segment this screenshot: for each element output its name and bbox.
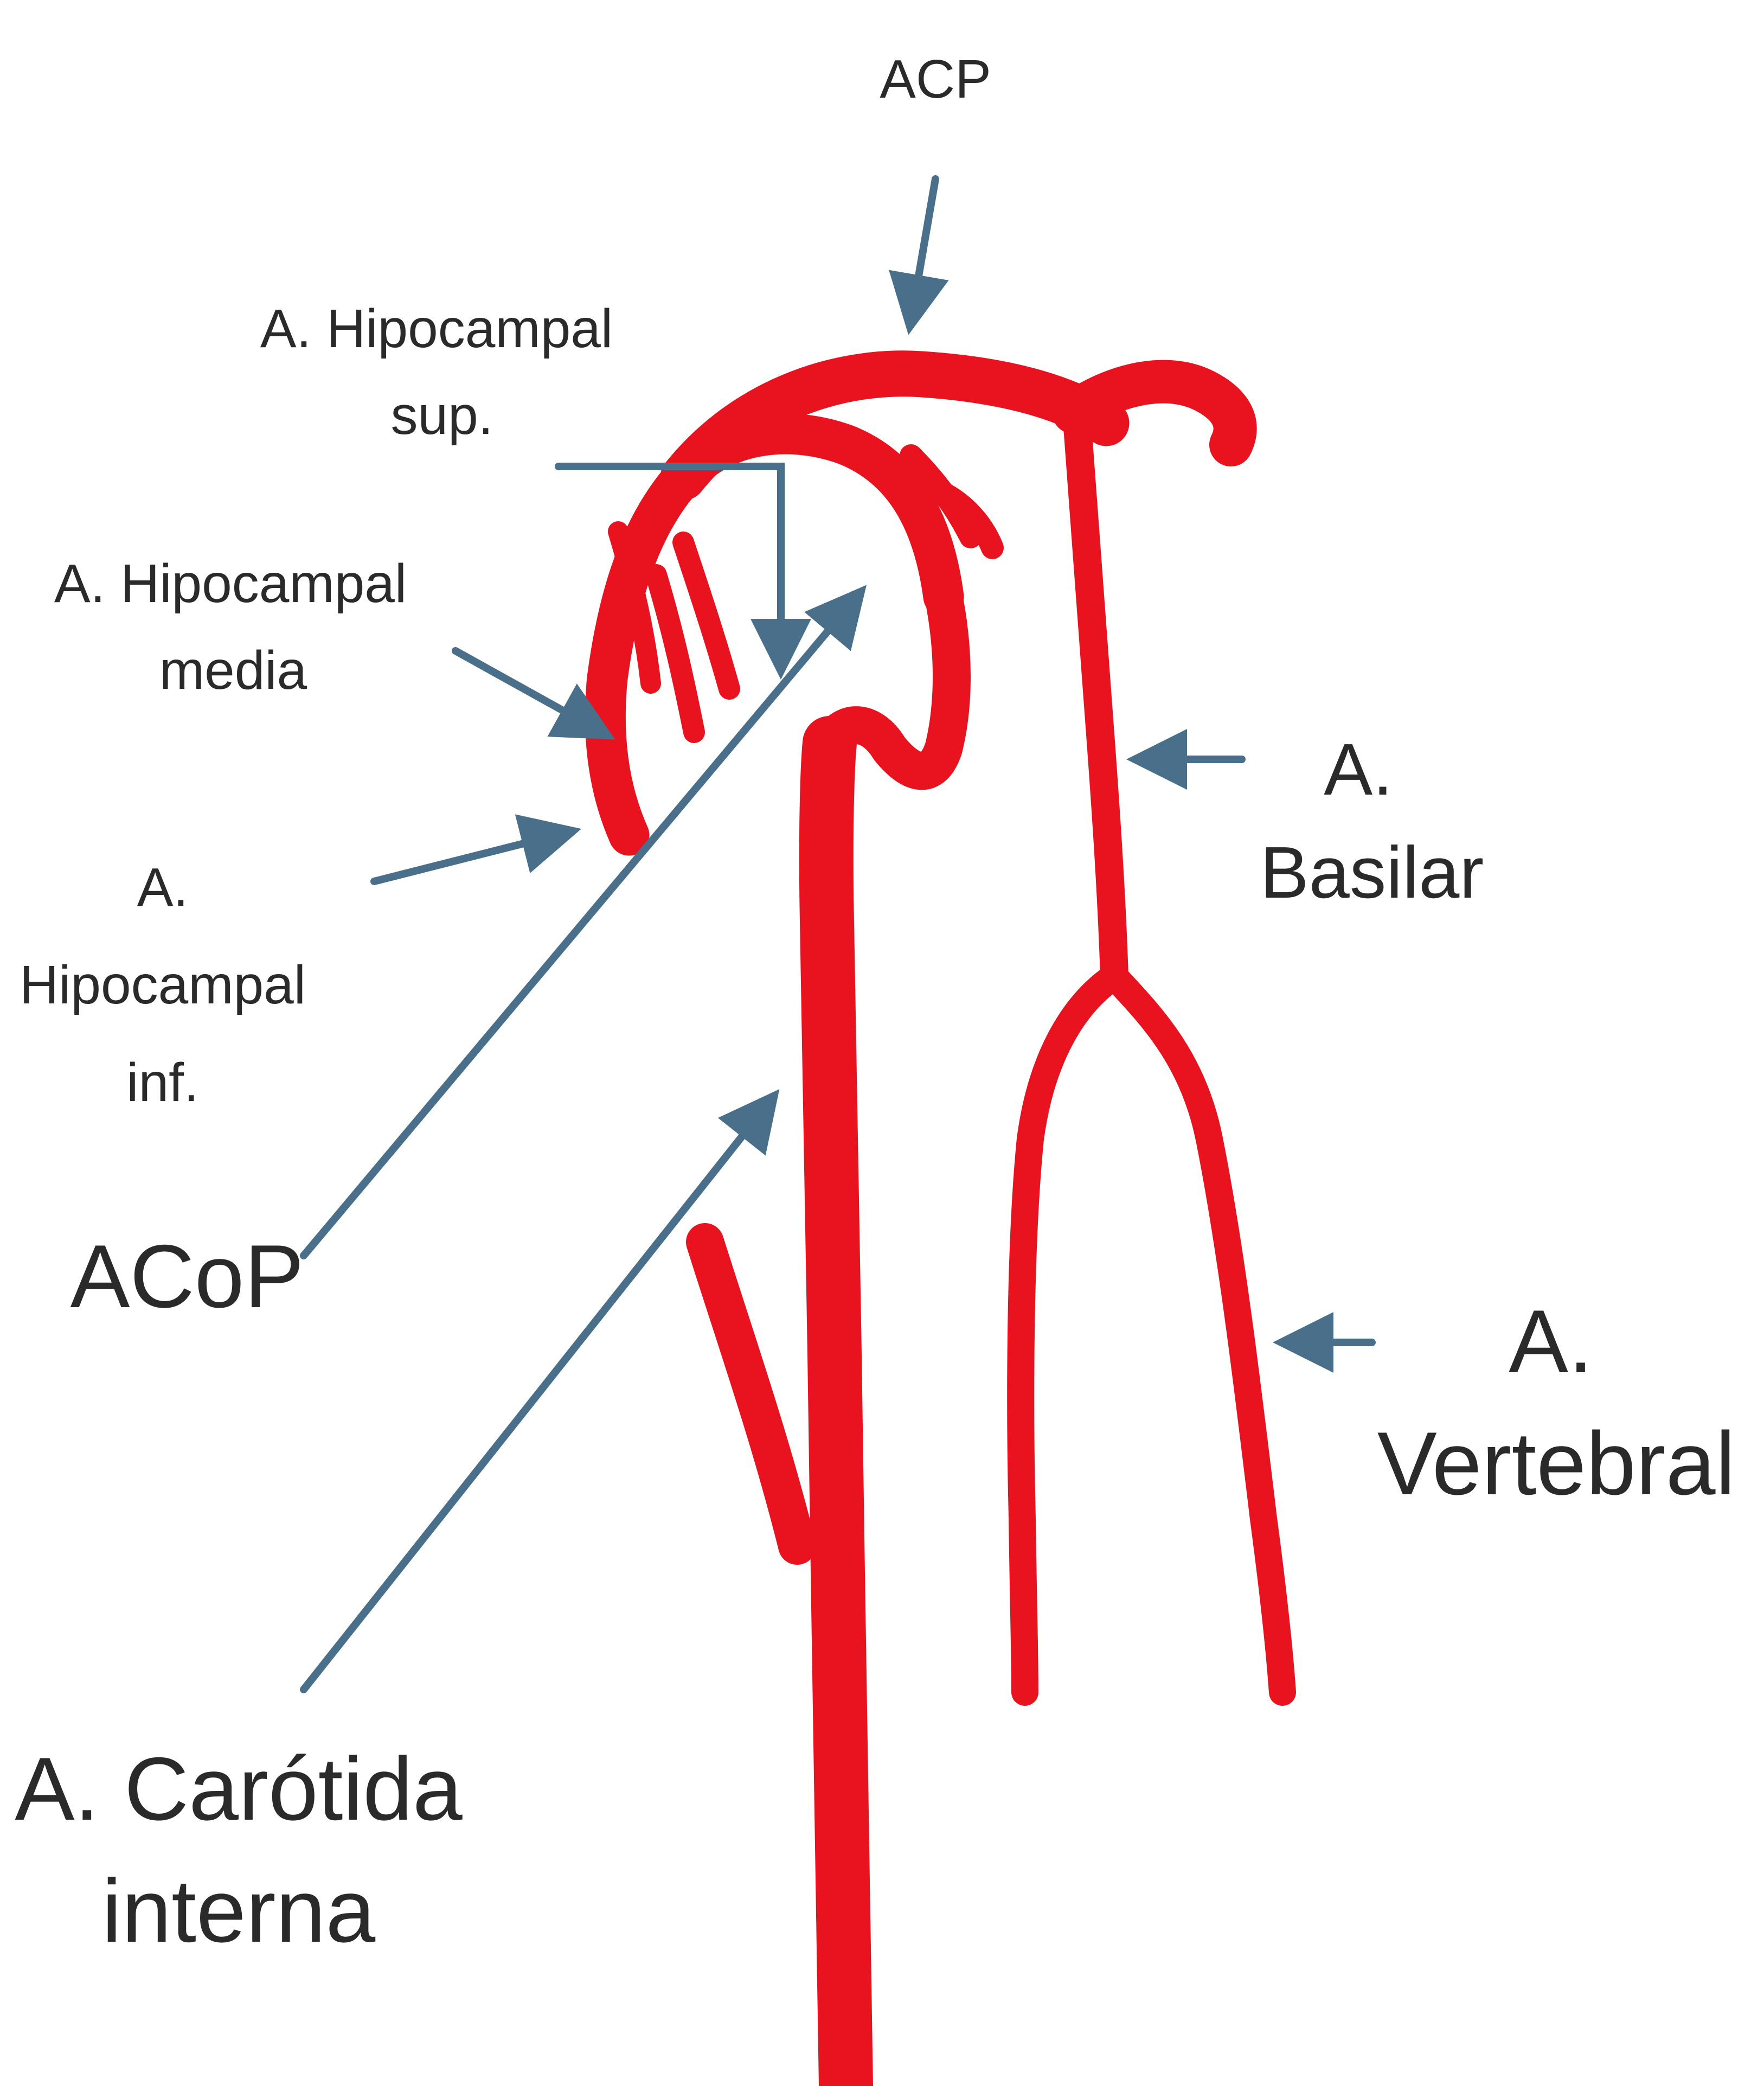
labels: ACP A. Hipocampal sup. A. Hipocampal med… (15, 49, 1735, 1961)
acp-arrow (911, 179, 935, 320)
label-carotida-line2: interna (102, 1861, 376, 1961)
carotida-arrow (304, 1101, 770, 1690)
hipocampal-inf-arrow (374, 833, 567, 881)
label-basilar-line2: Basilar (1260, 831, 1484, 913)
label-hipocampal-media-line1: A. Hipocampal (54, 553, 407, 614)
acop-arrow (304, 597, 857, 1256)
label-vertebral-line2: Vertebral (1377, 1413, 1735, 1513)
vertebral-artery-right (1114, 976, 1282, 1692)
label-basilar-line1: A. (1324, 728, 1393, 810)
label-vertebral-line1: A. (1509, 1291, 1593, 1391)
label-hipocampal-inf-line2: Hipocampal (20, 955, 306, 1015)
basilar-artery (1076, 412, 1114, 976)
label-acp: ACP (880, 49, 991, 110)
label-acop: ACoP (70, 1226, 304, 1326)
external-carotid-branch (705, 1242, 797, 1546)
label-hipocampal-inf-line1: A. (137, 857, 188, 918)
label-carotida-line1: A. Carótida (15, 1739, 463, 1839)
label-hipocampal-sup-line2: sup. (390, 385, 493, 446)
arteries (605, 374, 1282, 2086)
label-hipocampal-sup-line1: A. Hipocampal (260, 298, 613, 359)
hipocampal-media-arrow (456, 651, 602, 732)
internal-carotid-artery (826, 743, 846, 2086)
label-hipocampal-inf-line3: inf. (126, 1052, 198, 1113)
vertebral-artery-left (1021, 976, 1114, 1692)
carotid-top-bend (830, 597, 952, 771)
hippocampal-media-branch (656, 575, 694, 732)
label-hipocampal-media-line2: media (159, 640, 307, 701)
